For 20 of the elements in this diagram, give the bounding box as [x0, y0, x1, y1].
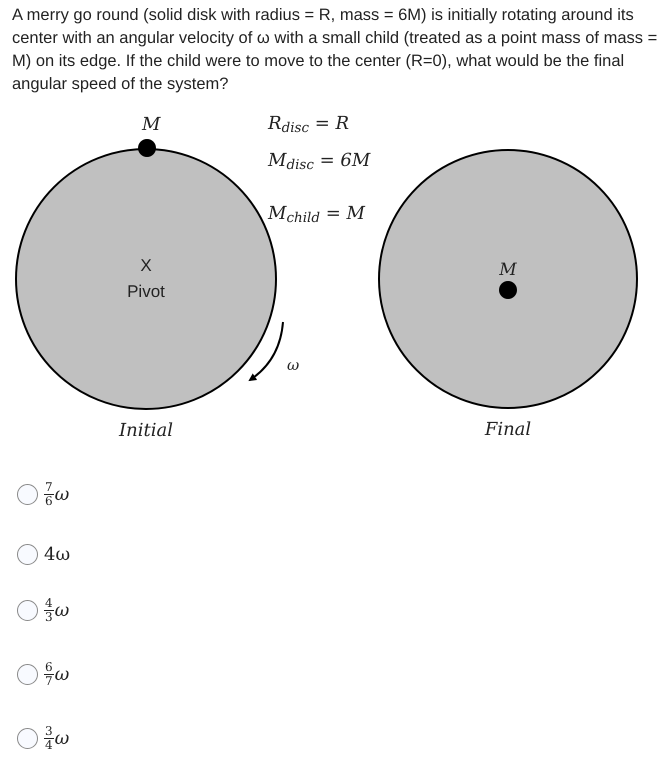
pivot-mark: X [140, 255, 152, 277]
state-caption: Initial [119, 419, 173, 443]
fraction: 7 6 [44, 481, 54, 508]
omega-symbol: ω [54, 483, 70, 507]
omega-symbol: ω [54, 663, 70, 687]
pivot-label: Pivot [127, 281, 165, 303]
fraction: 4 3 [44, 597, 54, 624]
state-caption: Final [484, 418, 532, 442]
equation: R$_{disc}$ = R [268, 112, 350, 137]
mass-label: M [499, 259, 517, 281]
omega-symbol: ω [54, 599, 70, 623]
equation: M$_{child}$ = M [268, 202, 365, 227]
equation: M$_{disc}$ = 6M [268, 149, 370, 174]
mass-label: M [142, 113, 160, 137]
answer-text: 4ω [44, 543, 70, 567]
omega-label: ω [287, 355, 300, 376]
omega-symbol: ω [54, 727, 70, 751]
question-text: A merry go round (solid disk with radius = R, mass = 6M) is initially rotating around its center with an angular velocity of ω with a small child (treated as a point mass of mass = M) on its edge. If the child were to move to the center (R=0), what would be the final angular speed of the system? [12, 5, 658, 95]
fraction: 3 4 [44, 725, 54, 752]
fraction: 6 7 [44, 661, 54, 688]
